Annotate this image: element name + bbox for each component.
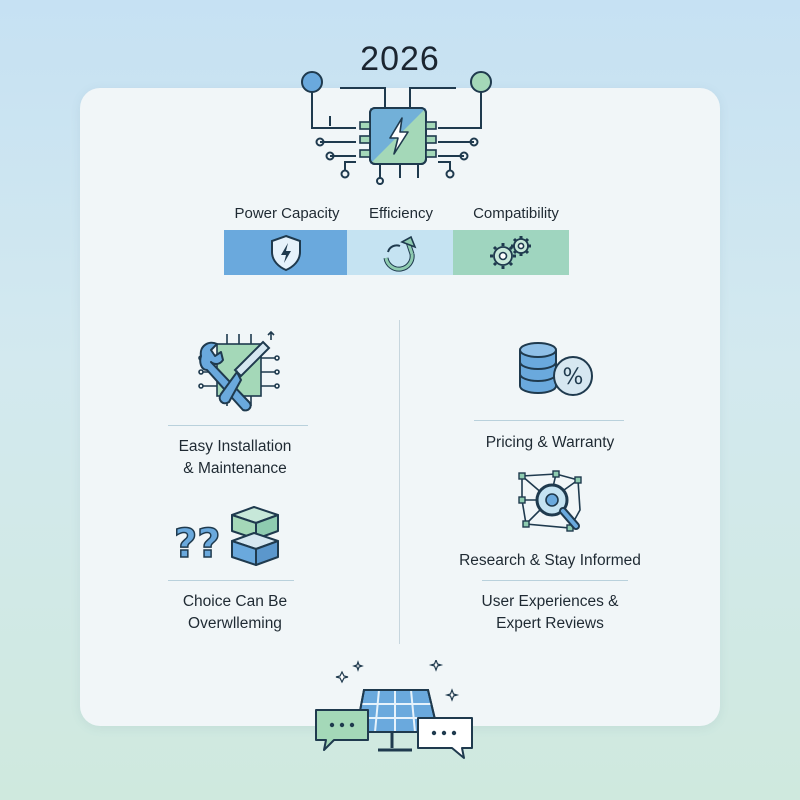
magnifier-network-icon <box>518 470 582 532</box>
solar-panel-chat-icon <box>315 660 473 759</box>
svg-text:??: ?? <box>174 521 220 567</box>
category-label-power-capacity: Power Capacity <box>234 205 340 222</box>
question-boxes-icon: ?? <box>173 506 279 567</box>
item-label-line1: Easy Installation <box>178 438 292 455</box>
shield-bolt-icon <box>270 234 301 271</box>
category-bar-power-capacity <box>224 230 347 275</box>
item-label-line2: Overwlleming <box>188 615 282 632</box>
svg-text:%: % <box>563 365 584 390</box>
category-bar-compatibility <box>453 230 569 275</box>
item-label-easy-installation: Easy Installation & Maintenance <box>150 436 320 480</box>
category-label-compatibility: Compatibility <box>473 205 559 222</box>
category-bar-efficiency <box>347 230 453 275</box>
separator-line <box>168 580 294 581</box>
main-card <box>80 88 720 726</box>
circuit-chip-icon <box>301 71 492 185</box>
separator-line <box>168 425 308 426</box>
coins-percent-icon: % <box>519 342 593 396</box>
item-label-line1: Choice Can Be <box>182 593 288 610</box>
item-label-pricing-warranty: Pricing & Warranty <box>485 434 615 451</box>
item-label-line1: User Experiences & <box>481 593 619 610</box>
page-title: 2026 <box>360 40 440 78</box>
item-label-line2: Expert Reviews <box>496 615 604 632</box>
column-divider <box>399 320 400 644</box>
recycle-arrow-icon <box>383 235 417 272</box>
item-label-research: Research & Stay Informed <box>459 552 641 569</box>
separator-line <box>482 580 628 581</box>
item-label-user-experiences: User Experiences & Expert Reviews <box>450 591 650 635</box>
separator-line <box>474 420 624 421</box>
item-label-line2: & Maintenance <box>183 460 287 477</box>
category-label-efficiency: Efficiency <box>369 205 433 222</box>
wrench-screwdriver-icon <box>198 330 280 412</box>
gears-icon <box>490 235 531 269</box>
item-label-choice-overwhelming: Choice Can Be Overwlleming <box>150 591 320 635</box>
